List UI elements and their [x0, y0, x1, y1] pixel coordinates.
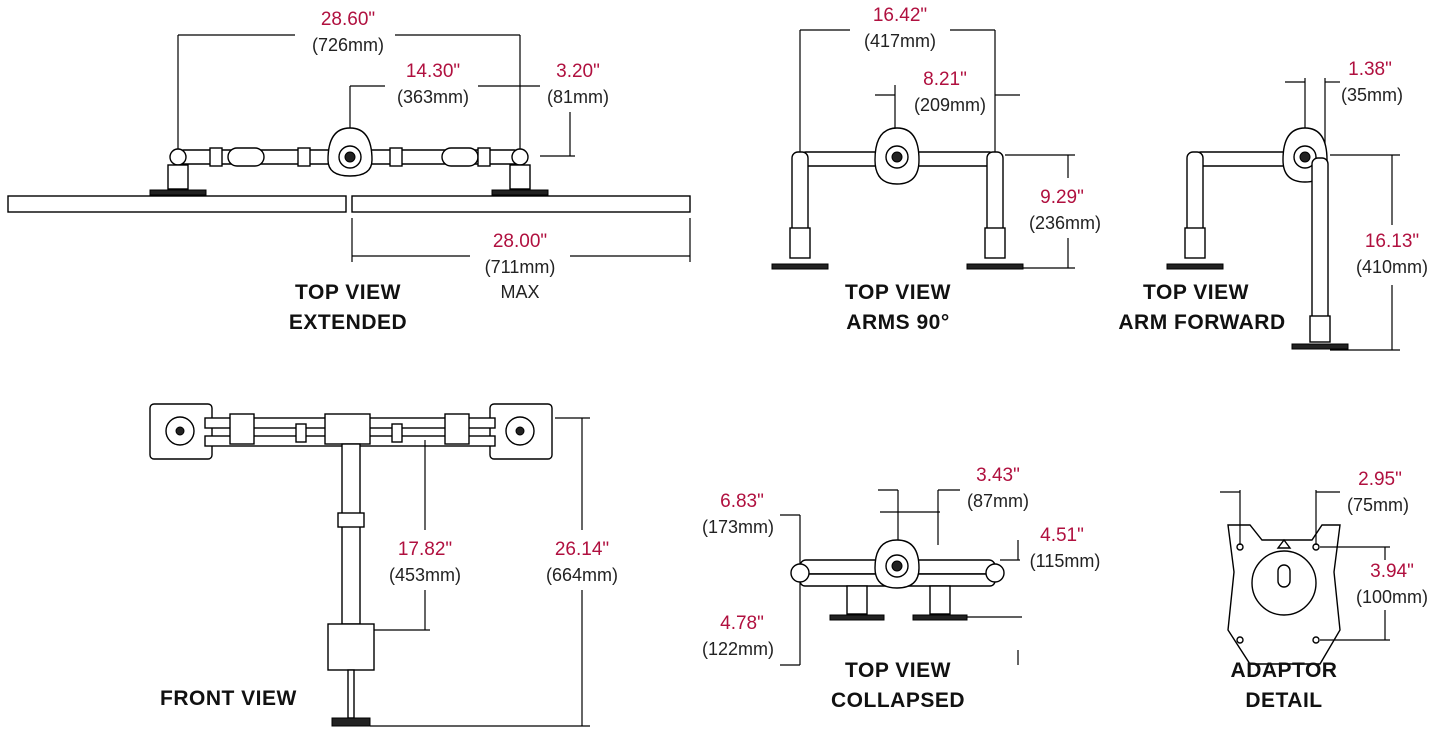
- collapsed-depth-b-inch: 4.78": [720, 613, 764, 634]
- extended-monitor-width-inch: 28.00": [492, 231, 548, 252]
- extended-monitor-width-note: MAX: [500, 282, 540, 302]
- adaptor-height-mm: (100mm): [1355, 587, 1429, 607]
- front-arm-height-mm: (453mm): [388, 565, 462, 585]
- top-extended-drawing: [7, 34, 691, 262]
- collapsed-depth-a-mm: (115mm): [1029, 551, 1101, 571]
- front-view-drawing: [149, 403, 590, 727]
- front-overall-height-inch: 26.14": [554, 539, 610, 560]
- extended-arm-depth-inch: 3.20": [556, 61, 600, 82]
- front-arm-height-inch: 17.82": [397, 539, 453, 560]
- forward-offset-inch: 1.38": [1348, 59, 1392, 80]
- forward-title-line2: ARM FORWARD: [1118, 311, 1286, 334]
- extended-half-width-mm: (363mm): [396, 87, 470, 107]
- top-arms90-drawing: [771, 29, 1075, 270]
- adaptor-detail-drawing: [1220, 490, 1390, 665]
- collapsed-title-line2: COLLAPSED: [830, 689, 966, 712]
- extended-overall-width-mm: (726mm): [311, 35, 385, 55]
- forward-depth-inch: 16.13": [1364, 231, 1420, 252]
- arms90-half-width-inch: 8.21": [923, 69, 967, 90]
- adaptor-width-inch: 2.95": [1358, 469, 1402, 490]
- arms90-overall-width-inch: 16.42": [872, 5, 928, 26]
- front-title: FRONT VIEW: [160, 687, 297, 710]
- adaptor-width-mm: (75mm): [1347, 495, 1409, 515]
- forward-depth-mm: (410mm): [1355, 257, 1429, 277]
- extended-overall-width-inch: 28.60": [320, 9, 376, 30]
- arms90-depth-mm: (236mm): [1028, 213, 1102, 233]
- arms90-title-line1: TOP VIEW: [845, 281, 951, 304]
- top-arm-forward-drawing: [1166, 78, 1400, 351]
- arms90-title-line2: ARMS 90°: [846, 311, 950, 334]
- collapsed-depth-b-mm: (122mm): [701, 639, 775, 659]
- forward-title-line1: TOP VIEW: [1143, 281, 1249, 304]
- extended-arm-depth-mm: (81mm): [547, 87, 609, 107]
- collapsed-center-width-mm: (87mm): [967, 491, 1029, 511]
- collapsed-title-line1: TOP VIEW: [845, 659, 951, 682]
- extended-monitor-width-mm: (711mm): [484, 257, 556, 277]
- forward-offset-mm: (35mm): [1341, 85, 1403, 105]
- arms90-overall-width-mm: (417mm): [863, 31, 937, 51]
- adaptor-title-line1: ADAPTOR: [1230, 659, 1338, 682]
- collapsed-width-mm: (173mm): [701, 517, 775, 537]
- arms90-depth-inch: 9.29": [1040, 187, 1084, 208]
- top-collapsed-drawing: [780, 489, 1022, 666]
- extended-half-width-inch: 14.30": [405, 61, 461, 82]
- collapsed-width-inch: 6.83": [720, 491, 764, 512]
- front-overall-height-mm: (664mm): [545, 565, 619, 585]
- adaptor-height-inch: 3.94": [1370, 561, 1414, 582]
- adaptor-title-line2: DETAIL: [1245, 689, 1323, 712]
- collapsed-center-width-inch: 3.43": [976, 465, 1020, 486]
- arms90-half-width-mm: (209mm): [913, 95, 987, 115]
- extended-title-line1: TOP VIEW: [295, 281, 401, 304]
- collapsed-depth-a-inch: 4.51": [1040, 525, 1084, 546]
- extended-title-line2: EXTENDED: [288, 311, 408, 334]
